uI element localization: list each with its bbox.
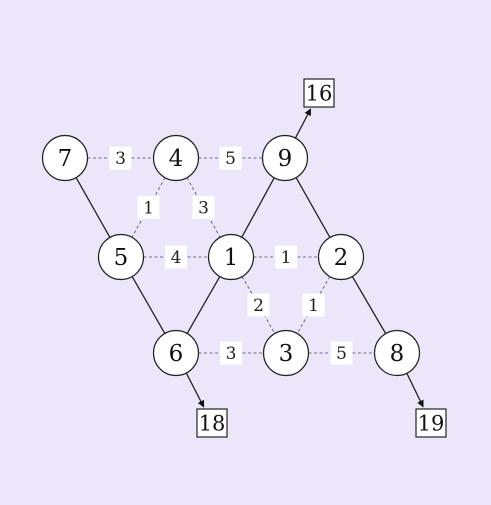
edge-weight-box <box>247 293 270 317</box>
edge-weight-box <box>192 196 215 219</box>
edge-weight: 5 <box>219 146 242 170</box>
edge-weight-box <box>275 245 297 269</box>
node-circle <box>261 134 309 182</box>
node-label: 4 <box>169 146 184 172</box>
node-label: 9 <box>278 146 293 172</box>
node-circle <box>41 134 89 182</box>
node-4: 4 <box>152 134 200 182</box>
edge-weight-label: 5 <box>225 149 236 169</box>
edge-weight: 3 <box>109 146 132 170</box>
nodes: 7 4 9 5 1 2 6 3 8 <box>41 134 421 377</box>
node-circle <box>262 329 310 377</box>
line-sum-label: 19 <box>418 412 445 436</box>
edge-weight-box <box>219 146 242 170</box>
node-5: 5 <box>97 233 145 281</box>
line-sum-label: 16 <box>306 82 333 106</box>
edge-weight-box <box>109 146 132 170</box>
edge-weight: 5 <box>330 341 353 365</box>
edge-weight: 2 <box>247 293 270 317</box>
edge-weight-box <box>165 245 187 269</box>
edge-weight-label: 3 <box>198 199 209 219</box>
solid-line-n7-n5 <box>75 177 111 238</box>
node-circle <box>317 233 365 281</box>
solid-line-n6-n1 <box>186 276 221 334</box>
edge-weight: 3 <box>220 341 242 365</box>
node-label: 3 <box>279 341 294 367</box>
edge-weight-label: 1 <box>143 199 154 219</box>
edge-weight-box <box>137 196 160 219</box>
edge-weight-box <box>220 341 242 365</box>
line-sum-box <box>303 78 335 108</box>
line-sum-label: 18 <box>199 412 226 436</box>
node-1: 1 <box>207 233 255 281</box>
node-circle <box>97 233 145 281</box>
solid-line-n1-n9 <box>241 177 275 238</box>
node-circle <box>373 329 421 377</box>
solid-line-n5-n6 <box>131 276 166 334</box>
node-label: 5 <box>114 245 129 271</box>
node-7: 7 <box>41 134 89 182</box>
node-circle <box>152 134 200 182</box>
solid-line-n6-s18 <box>185 372 205 408</box>
node-label: 1 <box>224 245 239 271</box>
node-2: 2 <box>317 233 365 281</box>
edge-weight-label: 5 <box>336 344 347 364</box>
node-label: 6 <box>169 341 184 367</box>
edge-weight-box <box>302 293 325 317</box>
edge-weight-label: 3 <box>115 149 126 169</box>
node-9: 9 <box>261 134 309 182</box>
edge-weight: 3 <box>192 196 215 219</box>
node-circle <box>152 329 200 377</box>
line-sum-19: 19 <box>415 408 447 438</box>
solid-line-n9-s16 <box>294 108 312 139</box>
solid-line-n2-n8 <box>351 276 387 334</box>
node-6: 6 <box>152 329 200 377</box>
node-circle <box>207 233 255 281</box>
edge-weight-label: 1 <box>281 248 292 268</box>
edge-weight-label: 1 <box>308 296 319 316</box>
edge-weight-box <box>330 341 353 365</box>
node-label: 2 <box>334 245 349 271</box>
edge-weight: 1 <box>275 245 297 269</box>
node-label: 8 <box>390 341 405 367</box>
line-sum-18: 18 <box>196 408 228 438</box>
line-sum-box <box>196 408 228 438</box>
node-3: 3 <box>262 329 310 377</box>
solid-lines <box>75 108 424 408</box>
line-sum-box <box>415 408 447 438</box>
line-sum-16: 16 <box>303 78 335 108</box>
edge-weights: 3 5 1 3 4 1 2 1 3 5 <box>109 146 353 365</box>
solid-line-n9-n2 <box>295 177 331 238</box>
edge-weight-label: 4 <box>171 248 182 268</box>
edge-weight-label: 3 <box>226 344 237 364</box>
node-label: 7 <box>58 146 73 172</box>
edge-weight: 1 <box>302 293 325 317</box>
edge-weight: 1 <box>137 196 160 219</box>
node-8: 8 <box>373 329 421 377</box>
edge-weight: 4 <box>165 245 187 269</box>
edge-weight-label: 2 <box>253 296 264 316</box>
solid-line-n8-s19 <box>406 372 424 408</box>
